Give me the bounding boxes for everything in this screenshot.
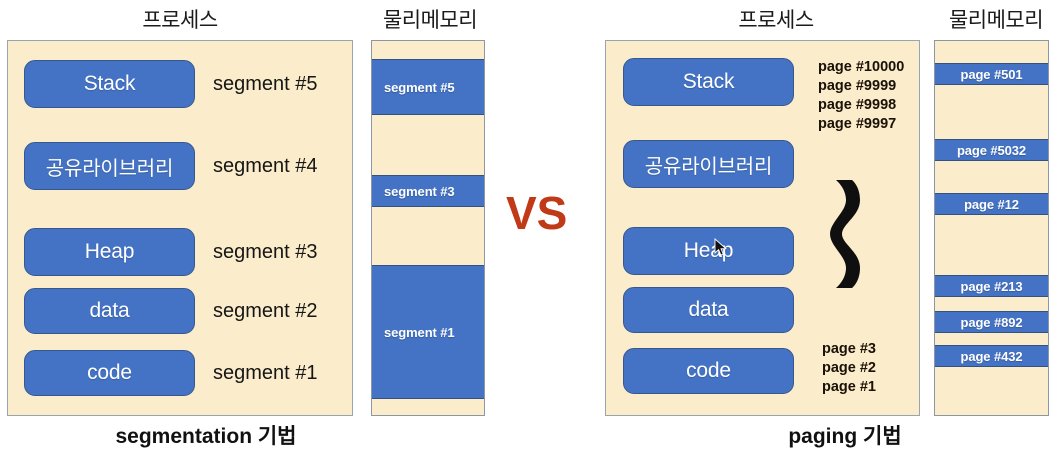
right-top-page-list: page #10000 page #9999 page #9998 page #… <box>818 58 904 133</box>
right-block-data[interactable]: data <box>623 287 794 333</box>
left-process-header: 프로세스 <box>142 9 218 32</box>
page-number-line: page #1 <box>822 378 876 395</box>
left-seglabel-2: segment #2 <box>213 300 318 322</box>
right-mem-slot-page-5032[interactable]: page #5032 <box>935 139 1048 161</box>
right-caption: paging 기법 <box>788 425 902 448</box>
left-seglabel-3: segment #3 <box>213 241 318 263</box>
right-block-code[interactable]: code <box>623 348 794 394</box>
left-block-shared-library[interactable]: 공유라이브러리 <box>24 142 195 190</box>
left-physical-memory-column: segment #5 segment #3 segment #1 <box>371 40 485 416</box>
right-mem-slot-page-12[interactable]: page #12 <box>935 193 1048 215</box>
right-block-stack[interactable]: Stack <box>623 58 794 106</box>
left-block-heap[interactable]: Heap <box>24 228 195 276</box>
left-block-code[interactable]: code <box>24 350 195 396</box>
page-number-line: page #9997 <box>818 115 897 132</box>
right-memory-header: 물리메모리 <box>948 9 1044 32</box>
left-mem-slot-segment1[interactable]: segment #1 <box>372 265 484 399</box>
left-caption: segmentation 기법 <box>115 425 297 448</box>
left-block-stack[interactable]: Stack <box>24 60 195 108</box>
right-mem-slot-page-501[interactable]: page #501 <box>935 63 1048 85</box>
left-memory-header: 물리메모리 <box>382 9 478 32</box>
right-mem-slot-page-213[interactable]: page #213 <box>935 275 1048 297</box>
left-seglabel-4: segment #4 <box>213 155 318 177</box>
page-number-line: page #10000 <box>818 59 905 75</box>
left-mem-slot-segment5[interactable]: segment #5 <box>372 59 484 115</box>
right-physical-memory-column: page #501 page #5032 page #12 page #213 … <box>934 40 1049 416</box>
right-block-shared-library[interactable]: 공유라이브러리 <box>623 140 794 188</box>
versus-label: VS <box>506 187 568 239</box>
page-number-line: page #9999 <box>818 77 897 94</box>
right-mem-slot-page-432[interactable]: page #432 <box>935 345 1048 367</box>
right-mem-slot-page-892[interactable]: page #892 <box>935 311 1048 333</box>
left-seglabel-5: segment #5 <box>213 73 318 95</box>
left-mem-slot-segment3[interactable]: segment #3 <box>372 175 484 207</box>
left-seglabel-1: segment #1 <box>213 362 318 384</box>
page-number-line: page #3 <box>822 341 876 357</box>
page-number-line: page #9998 <box>818 96 897 113</box>
right-process-header: 프로세스 <box>738 9 814 32</box>
right-block-heap[interactable]: Heap <box>623 227 794 275</box>
left-block-data[interactable]: data <box>24 288 195 334</box>
page-number-line: page #2 <box>822 359 876 376</box>
right-bottom-page-list: page #3 page #2 page #1 <box>822 340 876 397</box>
squiggle-brace-icon <box>822 176 878 292</box>
